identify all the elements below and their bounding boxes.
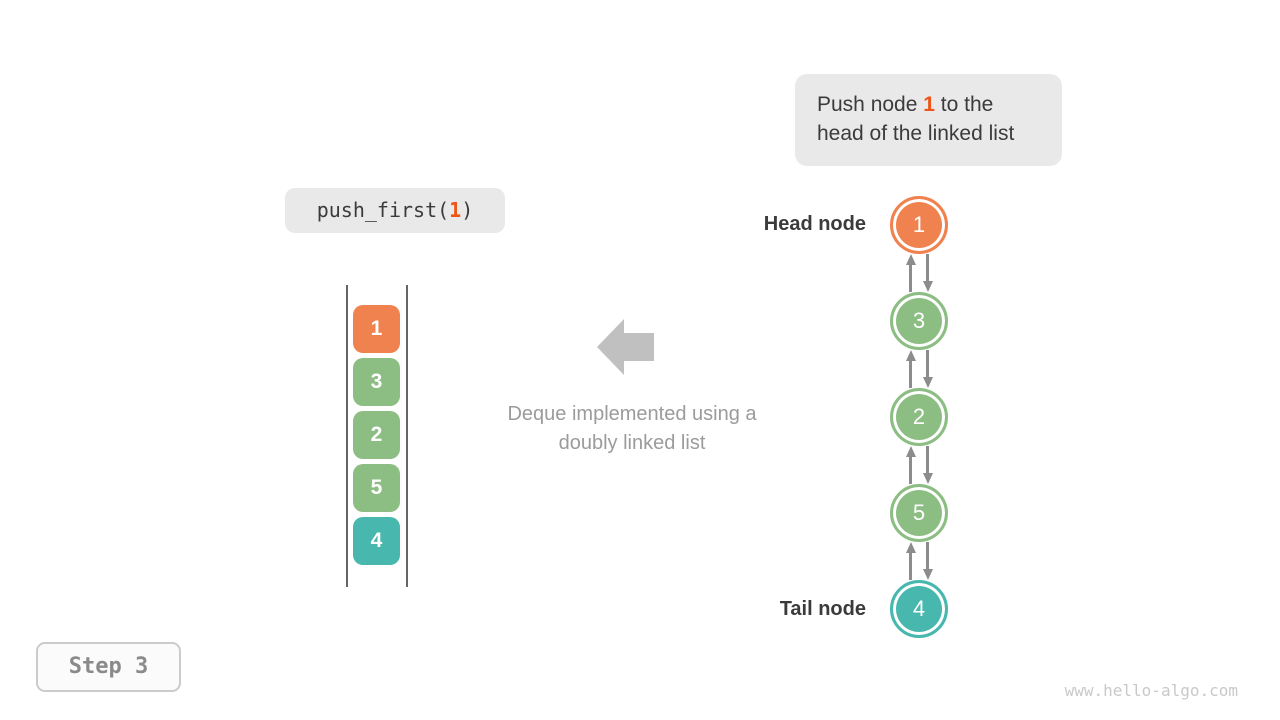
link-arrow-down-icon	[922, 254, 933, 292]
code-suffix: )	[461, 198, 474, 222]
annotation-suffix: to the head of the linked list	[817, 93, 1015, 145]
link-arrow-down-icon	[922, 542, 933, 580]
link-arrow-up-icon	[905, 542, 916, 580]
annotation-callout: Push node 1 to the head of the linked li…	[795, 74, 1062, 166]
step-badge: Step 3	[36, 642, 181, 692]
array-slot-2: 2	[353, 411, 400, 459]
code-highlight: 1	[449, 198, 462, 222]
annotation-highlight: 1	[923, 93, 935, 116]
left-arrow-icon	[597, 319, 624, 375]
link-arrow-up-icon	[905, 254, 916, 292]
array-slot-5: 5	[353, 464, 400, 512]
tail-node-label: Tail node	[779, 598, 866, 620]
deque-rail-right	[406, 285, 408, 587]
caption-text: Deque implemented using a doubly linked …	[507, 403, 757, 454]
list-node-2: 2	[890, 388, 948, 446]
list-node-4: 4	[890, 580, 948, 638]
watermark-text: www.hello-algo.com	[1064, 681, 1238, 700]
link-arrow-up-icon	[905, 446, 916, 484]
deque-rail-left	[346, 285, 348, 587]
list-node-1: 1	[890, 196, 948, 254]
list-node-5: 5	[890, 484, 948, 542]
link-arrow-down-icon	[922, 350, 933, 388]
link-arrow-down-icon	[922, 446, 933, 484]
array-slot-3: 3	[353, 358, 400, 406]
annotation-prefix: Push node	[817, 93, 924, 116]
annotation-text: Push node 1 to the head of the linked li…	[817, 90, 1022, 148]
left-arrow-icon-tail	[623, 333, 654, 361]
link-arrow-up-icon	[905, 350, 916, 388]
deque-array: 1 3 2 5 4	[353, 305, 400, 565]
code-call-box: push_first(1)	[285, 188, 505, 233]
array-slot-4: 4	[353, 517, 400, 565]
list-node-3: 3	[890, 292, 948, 350]
code-prefix: push_first(	[316, 198, 450, 222]
head-node-label: Head node	[763, 213, 866, 235]
array-slot-1: 1	[353, 305, 400, 353]
